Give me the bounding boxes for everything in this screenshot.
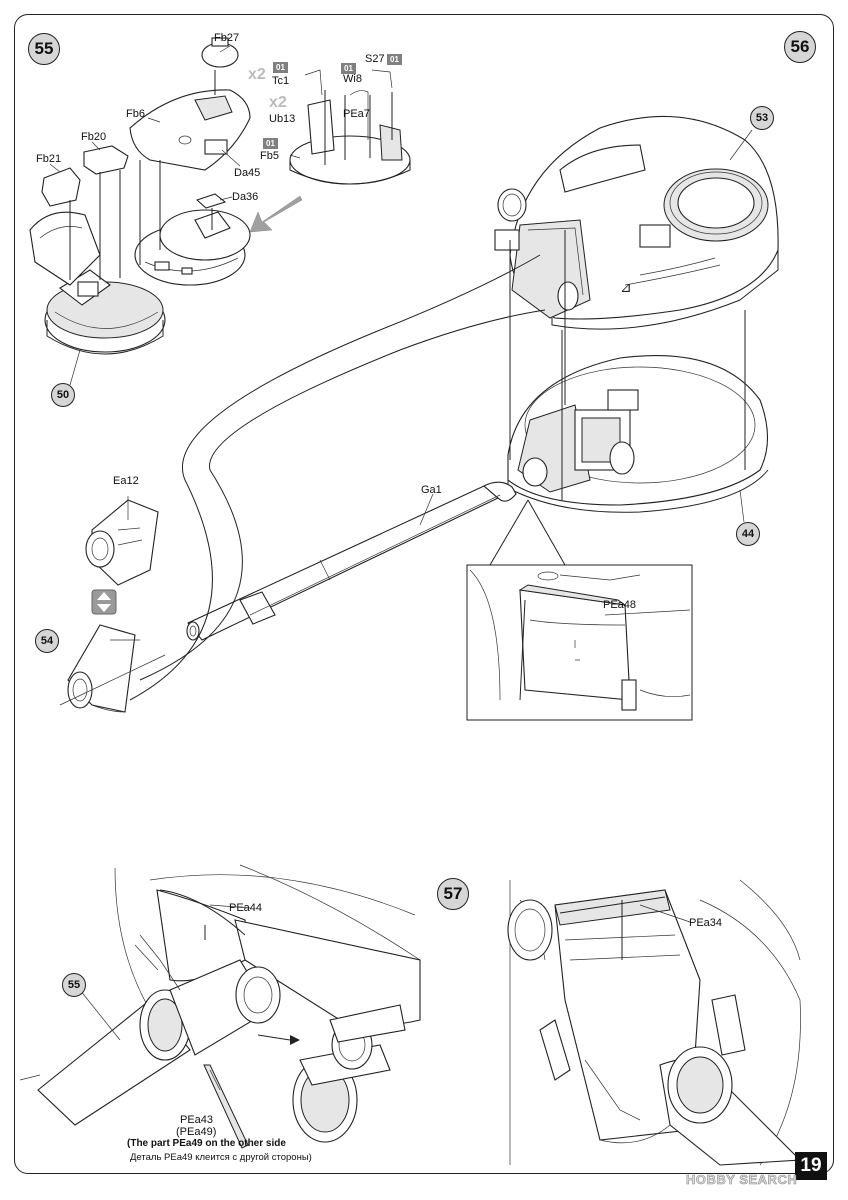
step57-left-drawing bbox=[19, 864, 421, 1149]
flip-vertical-icon bbox=[91, 589, 117, 615]
leader-lines bbox=[49, 45, 753, 1091]
callout-55: 55 bbox=[62, 973, 86, 997]
sprue-tag-fb5: 01 bbox=[263, 138, 278, 149]
note-russian: Деталь PEa49 клеится с другой стороны) bbox=[130, 1152, 312, 1163]
part-label-fb6: Fb6 bbox=[126, 108, 145, 120]
arrow-left-down-icon bbox=[249, 195, 303, 233]
part-label-ub13: Ub13 bbox=[269, 113, 296, 125]
page-frame bbox=[14, 14, 834, 1174]
part-label-pea7: PEa7 bbox=[343, 108, 370, 120]
part-label-pea44: PEa44 bbox=[229, 902, 263, 914]
watermark: HOBBY SEARCH bbox=[686, 1172, 798, 1188]
part-label-fb27: Fb27 bbox=[214, 32, 240, 44]
step-number-56: 56 bbox=[784, 31, 816, 63]
sprue-tag-s27: 01 bbox=[387, 54, 402, 65]
page-number: 19 bbox=[795, 1152, 827, 1180]
callout-54: 54 bbox=[35, 629, 59, 653]
part-label-pea49: (PEa49) bbox=[176, 1126, 217, 1138]
step55-drawing bbox=[29, 37, 411, 355]
part-label-s27: S27 bbox=[365, 53, 385, 65]
part-label-da36: Da36 bbox=[232, 191, 259, 203]
quantity-x2-tc1: x2 bbox=[248, 66, 266, 83]
part-label-wi8: Wi8 bbox=[343, 73, 362, 85]
part-label-pea43: PEa43 bbox=[180, 1114, 214, 1126]
part-label-pea48: PEa48 bbox=[603, 599, 637, 611]
part-label-fb21: Fb21 bbox=[36, 153, 62, 165]
note-english: (The part PEa49 on the other side bbox=[127, 1138, 286, 1149]
step-number-55: 55 bbox=[28, 33, 60, 65]
step56-drawing: ⊿ bbox=[59, 115, 779, 721]
step-number-57: 57 bbox=[437, 878, 469, 910]
part-label-pea34: PEa34 bbox=[689, 917, 723, 929]
quantity-x2-ub13: x2 bbox=[269, 94, 287, 111]
callout-53: 53 bbox=[750, 106, 774, 130]
callout-44: 44 bbox=[736, 522, 760, 546]
step57-right-drawing bbox=[507, 879, 802, 1166]
sprue-tag-tc1: 01 bbox=[273, 62, 288, 73]
svg-text:⊿: ⊿ bbox=[620, 279, 632, 295]
part-label-ga1: Ga1 bbox=[421, 484, 442, 496]
part-label-fb20: Fb20 bbox=[81, 131, 107, 143]
part-label-tc1: Tc1 bbox=[272, 75, 290, 87]
part-label-da45: Da45 bbox=[234, 167, 261, 179]
part-label-fb5: Fb5 bbox=[260, 150, 279, 162]
callout-50: 50 bbox=[51, 383, 75, 407]
sprue-tag-wi8: 01 bbox=[341, 63, 356, 74]
part-label-ea12: Ea12 bbox=[113, 475, 139, 487]
